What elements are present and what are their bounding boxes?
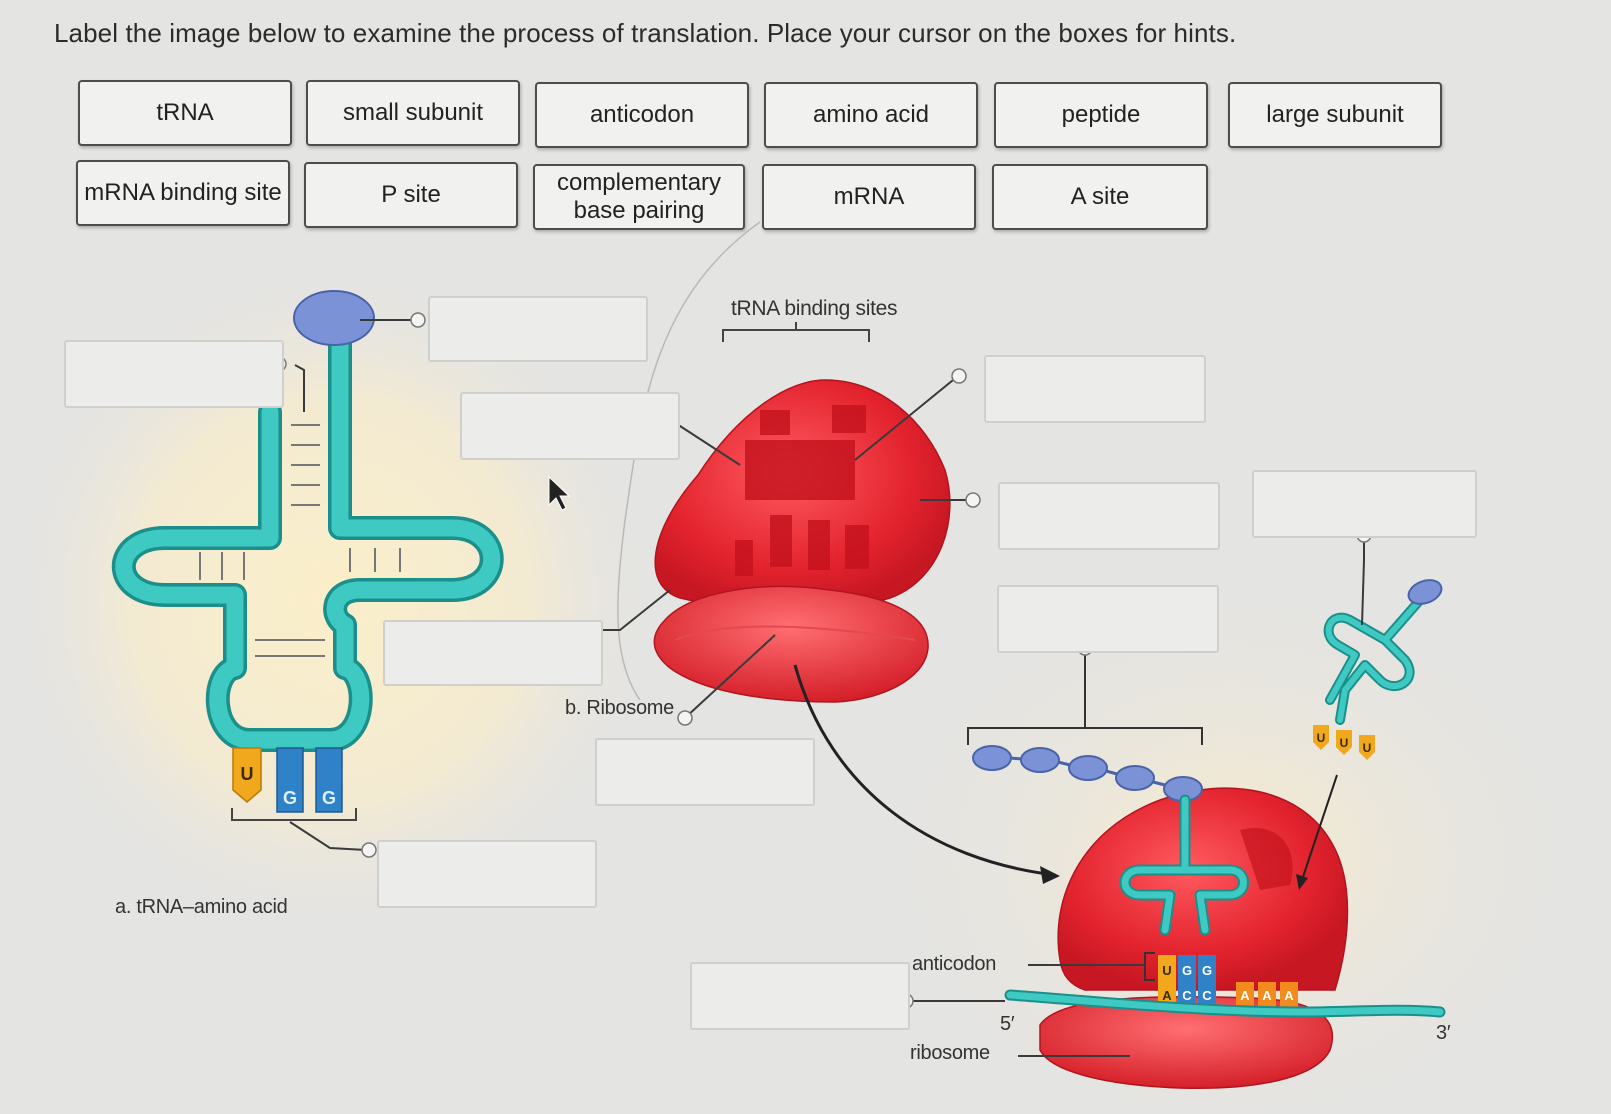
- ribosome-large-subunit: [654, 379, 951, 612]
- trna-binding-sites-label: tRNA binding sites: [731, 297, 898, 320]
- mouse-cursor-icon: [548, 475, 571, 511]
- label-chip-p-site[interactable]: P site: [304, 162, 518, 228]
- base-letter: A: [1262, 988, 1272, 1003]
- drop-target-small-subunit[interactable]: [383, 620, 603, 686]
- amino-acid-shape: [293, 290, 375, 346]
- codon-anticodon-pairing: U G G A C C A A A: [1158, 955, 1298, 1008]
- drop-target-anticodon[interactable]: [377, 840, 597, 908]
- label-chip-anticodon[interactable]: anticodon: [535, 82, 749, 148]
- ribosome-small-subunit: [653, 585, 929, 703]
- ribosome-label: ribosome: [910, 1042, 990, 1064]
- drop-target-large-subunit[interactable]: [998, 482, 1220, 550]
- base-letter: G: [322, 788, 336, 808]
- panel-a-caption: a. tRNA–amino acid: [115, 896, 288, 918]
- drop-target-peptide[interactable]: [997, 585, 1219, 653]
- drop-target-amino-acid[interactable]: [428, 296, 648, 362]
- label-chip-amino-acid[interactable]: amino acid: [764, 82, 978, 148]
- label-chip-mrna[interactable]: mRNA: [762, 164, 976, 230]
- base-letter: A: [1284, 988, 1294, 1003]
- peptide-chain: [972, 745, 1203, 802]
- base-letter: U: [1340, 736, 1349, 750]
- base-letter: G: [283, 788, 297, 808]
- trna-cloverleaf: [111, 328, 504, 752]
- label-chip-large-subunit[interactable]: large subunit: [1228, 82, 1442, 148]
- drop-target-binding-site-a[interactable]: [984, 355, 1206, 423]
- free-trna: [1323, 595, 1425, 725]
- drop-target-ribosome-site[interactable]: [460, 392, 680, 460]
- base-letter: U: [1162, 963, 1171, 978]
- instruction-text: Label the image below to examine the pro…: [54, 18, 1237, 48]
- five-prime-label: 5′: [1000, 1013, 1015, 1035]
- label-chip-complementary-base-pairing[interactable]: complementary base pairing: [533, 164, 745, 230]
- drop-target-trna-top[interactable]: [64, 340, 284, 408]
- free-trna-bases: U U U: [1313, 725, 1375, 760]
- base-letter: G: [1202, 963, 1212, 978]
- base-letter: U: [1363, 741, 1372, 755]
- drop-target-free-trna[interactable]: [1252, 470, 1477, 538]
- drop-target-mrna-binding[interactable]: [595, 738, 815, 806]
- anticodon-label: anticodon: [912, 953, 997, 975]
- base-letter: A: [1240, 988, 1250, 1003]
- label-chip-mrna-binding-site[interactable]: mRNA binding site: [76, 160, 290, 226]
- label-chip-small-subunit[interactable]: small subunit: [306, 80, 520, 146]
- base-letter: C: [1202, 988, 1212, 1003]
- drop-target-mrna[interactable]: [690, 962, 910, 1030]
- label-chip-trna[interactable]: tRNA: [78, 80, 292, 146]
- ribosome-translating: [1039, 787, 1349, 1089]
- panel-b-caption: b. Ribosome: [565, 697, 674, 719]
- base-letter: U: [241, 764, 254, 784]
- trna-anticodon-bases: U G G: [232, 747, 343, 813]
- trna-in-ribosome: [1119, 794, 1249, 936]
- label-chip-a-site[interactable]: A site: [992, 164, 1208, 230]
- base-letter: U: [1317, 731, 1326, 745]
- base-letter: A: [1162, 988, 1172, 1003]
- three-prime-label: 3′: [1436, 1022, 1451, 1044]
- base-letter: G: [1182, 963, 1192, 978]
- leader-lines-panel-a: [289, 319, 414, 851]
- base-letter: C: [1182, 988, 1192, 1003]
- label-chip-peptide[interactable]: peptide: [994, 82, 1208, 148]
